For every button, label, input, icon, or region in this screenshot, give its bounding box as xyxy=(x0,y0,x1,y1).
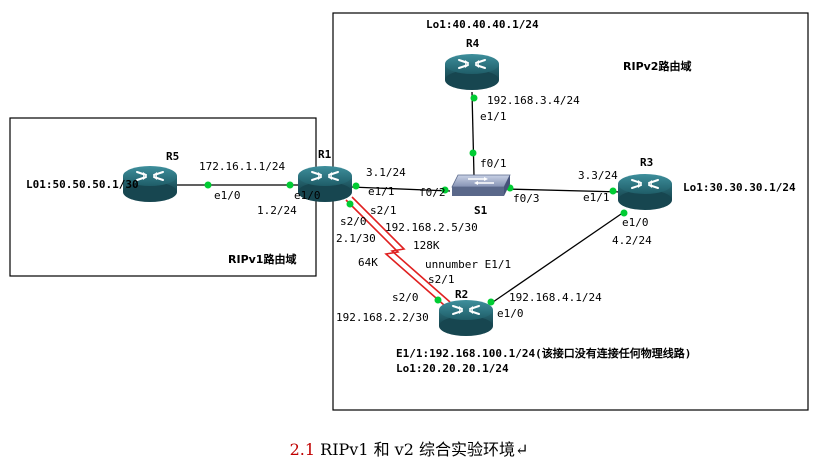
ripv2-domain-label: RIPv2路由域 xyxy=(623,59,691,73)
port-r5-e10 xyxy=(204,181,212,189)
link-s1-r3 xyxy=(505,188,623,193)
ripv1-domain-label: RIPv1路由域 xyxy=(228,252,296,266)
port-r1-s2 xyxy=(346,200,354,208)
label-r4-interface: e1/1 xyxy=(480,110,507,123)
label-r1-e11: e1/1 xyxy=(368,185,395,198)
label-r2-loopback: Lo1:20.20.20.1/24 xyxy=(396,362,509,375)
label-r5-loopback: L01:50.50.50.1/30 xyxy=(26,178,139,191)
label-r5-ip: 172.16.1.1/24 xyxy=(199,160,285,173)
port-r4-e11 xyxy=(470,94,478,102)
router-name-r3: R3 xyxy=(640,156,653,169)
caption-text: RIPv1 和 v2 综合实验环境 xyxy=(315,440,515,459)
router-name-r1: R1 xyxy=(318,148,332,161)
label-r3-loopback: Lo1:30.30.30.1/24 xyxy=(683,181,796,194)
label-r1-ip31: 3.1/24 xyxy=(366,166,406,179)
label-bandwidth-64k: 64K xyxy=(358,256,378,269)
switch-s1[interactable] xyxy=(451,174,511,196)
ethernet-links xyxy=(176,91,625,303)
router-r3[interactable] xyxy=(617,173,673,211)
label-r1-ip21: 2.1/30 xyxy=(336,232,376,245)
switch-name-s1: S1 xyxy=(474,204,488,217)
port-dots xyxy=(204,94,628,306)
label-r1-ip12: 1.2/24 xyxy=(257,204,297,217)
label-r1-s21: s2/1 xyxy=(370,204,397,217)
label-r2-ip41: 192.168.4.1/24 xyxy=(509,291,602,304)
caption-mark: ↵ xyxy=(514,440,529,459)
router-r4[interactable] xyxy=(444,53,500,91)
label-r3-ip42: 4.2/24 xyxy=(612,234,652,247)
label-unnumbered: unnumber E1/1 xyxy=(425,258,511,271)
label-s1-f01: f0/1 xyxy=(480,157,507,170)
label-r4-loopback: Lo1:40.40.40.1/24 xyxy=(426,18,539,31)
link-r3-r2 xyxy=(492,211,625,303)
router-name-r2: R2 xyxy=(455,288,468,301)
label-r2-e10: e1/0 xyxy=(497,307,524,320)
router-name-r4: R4 xyxy=(466,37,480,50)
label-r3-ip33: 3.3/24 xyxy=(578,169,618,182)
router-name-r5: R5 xyxy=(166,150,179,163)
caption-number: 2.1 xyxy=(289,440,316,459)
label-r2-s20: s2/0 xyxy=(392,291,419,304)
label-r4-ip: 192.168.3.4/24 xyxy=(487,94,580,107)
port-r2-e10 xyxy=(487,298,495,306)
label-bandwidth-128k: 128K xyxy=(413,239,440,252)
label-r3-e10: e1/0 xyxy=(622,216,649,229)
label-s1-f03: f0/3 xyxy=(513,192,540,205)
serial-link-r1-r2 xyxy=(345,196,451,306)
link-r4-s1 xyxy=(471,91,475,177)
label-s1-f02: f0/2 xyxy=(419,186,446,199)
label-r2-e11: E1/1:192.168.100.1/24(该接口没有连接任何物理线路) xyxy=(396,346,691,360)
label-r5-interface: e1/0 xyxy=(214,189,241,202)
ripv2-domain-box xyxy=(332,12,809,411)
label-r2-s21: s2/1 xyxy=(428,273,455,286)
label-r3-e11: e1/1 xyxy=(583,191,610,204)
switch-icon xyxy=(451,174,511,196)
port-r1-e10 xyxy=(286,181,294,189)
label-r1-ip25: 192.168.2.5/30 xyxy=(385,221,478,234)
label-r2-ip22: 192.168.2.2/30 xyxy=(336,311,429,324)
port-r1-e11 xyxy=(352,182,360,190)
port-s1-f01 xyxy=(469,149,477,157)
port-r2-s2 xyxy=(434,296,442,304)
label-r1-s20: s2/0 xyxy=(340,215,367,228)
port-s1-f02 xyxy=(441,186,449,194)
figure-caption: 2.1 RIPv1 和 v2 综合实验环境↵ xyxy=(0,436,818,460)
port-r3-e11 xyxy=(609,187,617,195)
router-r2[interactable] xyxy=(438,299,494,337)
link-r1-s1 xyxy=(350,186,451,192)
label-r1-e10: e1/0 xyxy=(294,189,321,202)
port-r3-e10 xyxy=(620,209,628,217)
